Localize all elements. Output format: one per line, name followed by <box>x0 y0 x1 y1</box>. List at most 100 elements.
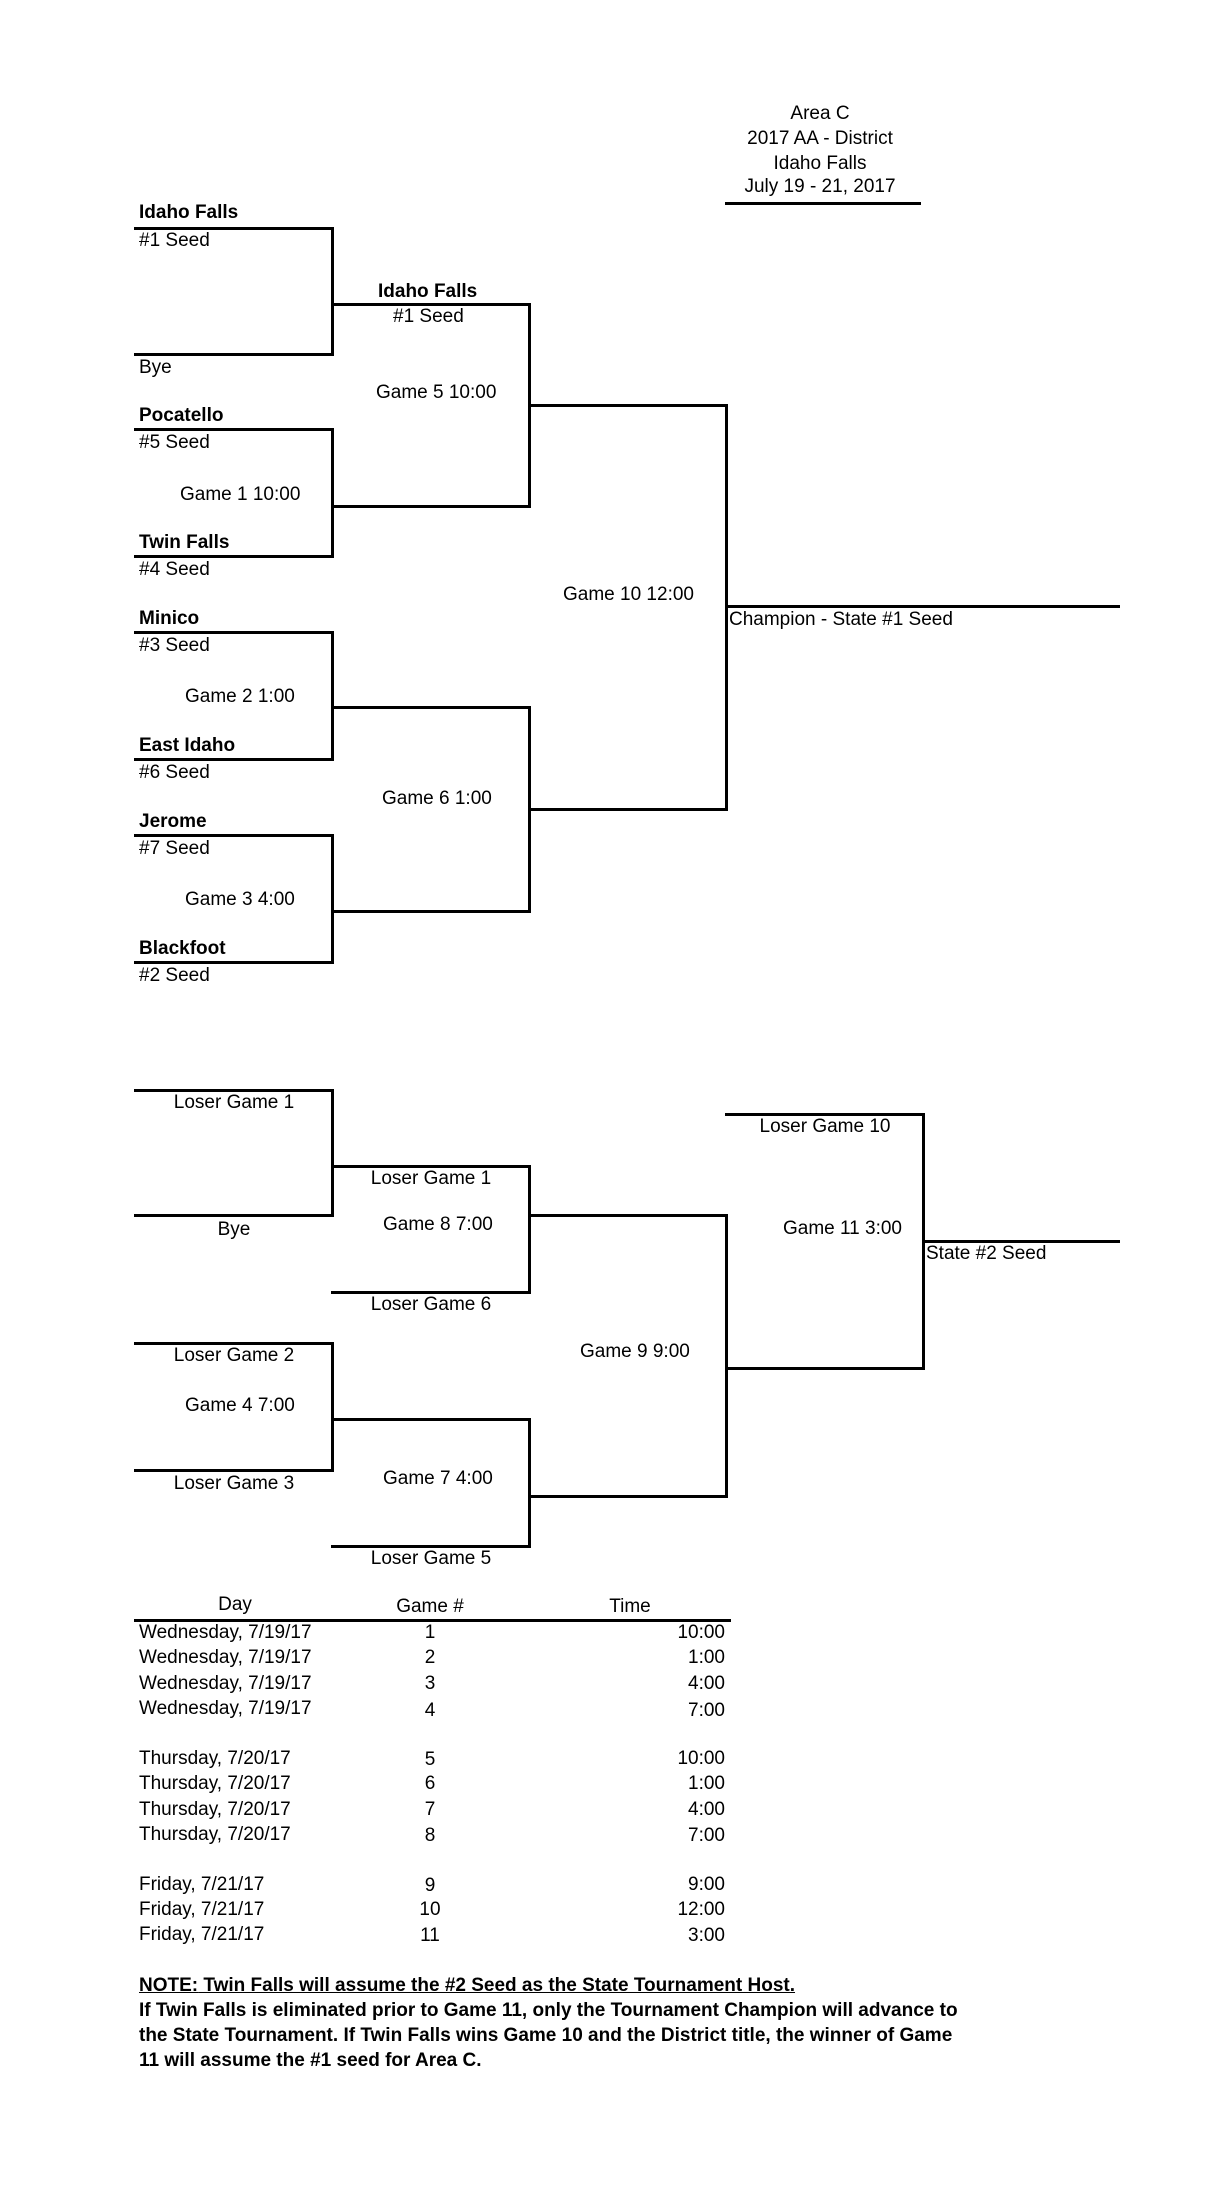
bracket-line <box>528 1418 531 1548</box>
bracket-line <box>134 758 334 761</box>
bracket-line <box>134 834 334 837</box>
bracket-line <box>134 353 334 356</box>
schedule-time: 3:00 <box>688 1925 725 1946</box>
bracket-line <box>331 428 334 558</box>
team-seed: Bye <box>139 357 172 378</box>
schedule-header-time: Time <box>609 1596 651 1617</box>
schedule-day: Friday, 7/21/17 <box>139 1899 265 1920</box>
loser-label: Loser Game 3 <box>173 1473 295 1494</box>
bracket-line <box>331 1342 334 1472</box>
loser-label: Loser Game 1 <box>173 1092 295 1113</box>
bracket-line <box>331 706 531 709</box>
bracket-line <box>331 227 334 356</box>
team-name: Idaho Falls <box>378 281 478 302</box>
game-label: Game 5 10:00 <box>376 382 497 403</box>
header-underline <box>725 202 921 205</box>
bracket-line <box>331 834 334 964</box>
schedule-header-rule <box>134 1619 731 1622</box>
bracket-line <box>134 555 334 558</box>
bracket-line <box>331 303 531 306</box>
note-first-line: NOTE: Twin Falls will assume the #2 Seed… <box>139 1973 959 1998</box>
schedule-day: Wednesday, 7/19/17 <box>139 1673 312 1694</box>
schedule-day: Wednesday, 7/19/17 <box>139 1622 312 1643</box>
team-seed: #1 Seed <box>139 230 210 251</box>
team-seed: #6 Seed <box>139 762 210 783</box>
schedule-day: Friday, 7/21/17 <box>139 1874 265 1895</box>
schedule-game: 5 <box>424 1749 436 1770</box>
team-seed: #5 Seed <box>139 432 210 453</box>
team-seed: #1 Seed <box>393 306 464 327</box>
team-seed: #2 Seed <box>139 965 210 986</box>
bracket-line <box>725 1113 925 1116</box>
loser-label: Loser Game 1 <box>370 1168 492 1189</box>
bracket-line <box>134 227 334 230</box>
bracket-line <box>134 1342 334 1345</box>
schedule-game: 2 <box>424 1647 436 1668</box>
schedule-day: Wednesday, 7/19/17 <box>139 1647 312 1668</box>
bracket-line <box>528 808 728 811</box>
schedule-time: 4:00 <box>688 1673 725 1694</box>
bracket-line <box>134 1469 334 1472</box>
bracket-line <box>528 404 728 407</box>
game-label: Game 9 9:00 <box>580 1341 690 1362</box>
bracket-line <box>331 910 531 913</box>
schedule-game: 11 <box>420 1925 440 1946</box>
bracket-line <box>922 1240 1120 1243</box>
schedule-time: 10:00 <box>677 1622 725 1643</box>
loser-label: Loser Game 2 <box>173 1345 295 1366</box>
schedule-time: 7:00 <box>688 1825 725 1846</box>
schedule-game: 4 <box>424 1700 436 1721</box>
schedule-header-game: Game # <box>396 1596 464 1617</box>
game-label: Game 1 10:00 <box>180 484 301 505</box>
schedule-time: 12:00 <box>677 1899 725 1920</box>
schedule-time: 1:00 <box>688 1773 725 1794</box>
team-name: Twin Falls <box>139 532 230 553</box>
schedule-day: Wednesday, 7/19/17 <box>139 1698 312 1719</box>
bracket-line <box>331 505 531 508</box>
team-name: Minico <box>139 608 200 629</box>
team-name: Idaho Falls <box>139 202 239 223</box>
game-label: Game 11 3:00 <box>783 1218 903 1239</box>
team-name: Blackfoot <box>139 938 226 959</box>
bracket-line <box>725 1367 925 1370</box>
header-district: 2017 AA - District <box>747 128 893 149</box>
game-label: Game 7 4:00 <box>383 1468 493 1489</box>
header-dates: July 19 - 21, 2017 <box>744 176 896 197</box>
schedule-day: Thursday, 7/20/17 <box>139 1748 291 1769</box>
loser-label: Loser Game 5 <box>370 1548 492 1569</box>
team-seed: #7 Seed <box>139 838 210 859</box>
bracket-line <box>528 1495 728 1498</box>
schedule-game: 6 <box>424 1773 436 1794</box>
bracket-line <box>134 631 334 634</box>
schedule-time: 1:00 <box>688 1647 725 1668</box>
team-seed: #3 Seed <box>139 635 210 656</box>
bracket-line <box>134 961 334 964</box>
game-label: Game 10 12:00 <box>563 584 694 605</box>
bracket-line <box>331 631 334 761</box>
bracket-line <box>725 605 1120 608</box>
team-seed: #4 Seed <box>139 559 210 580</box>
bracket-line <box>134 1089 334 1092</box>
schedule-day: Thursday, 7/20/17 <box>139 1799 291 1820</box>
bracket-line <box>528 1214 728 1217</box>
tournament-note: NOTE: Twin Falls will assume the #2 Seed… <box>139 1973 959 2073</box>
state-seed-label: State #2 Seed <box>926 1243 1047 1264</box>
schedule-header-day: Day <box>218 1594 252 1615</box>
schedule-game: 7 <box>424 1799 436 1820</box>
loser-label: Loser Game 6 <box>370 1294 492 1315</box>
bracket-line <box>331 1418 531 1421</box>
team-name: East Idaho <box>139 735 236 756</box>
champion-label: Champion - State #1 Seed <box>729 609 953 630</box>
game-label: Game 2 1:00 <box>185 686 295 707</box>
game-label: Game 8 7:00 <box>383 1214 493 1235</box>
note-body: If Twin Falls is eliminated prior to Gam… <box>139 2000 958 2071</box>
schedule-day: Friday, 7/21/17 <box>139 1924 265 1945</box>
schedule-game: 9 <box>424 1875 436 1896</box>
bracket-line <box>331 1089 334 1217</box>
game-label: Game 6 1:00 <box>382 788 492 809</box>
loser-label: Loser Game 10 <box>759 1116 891 1137</box>
schedule-day: Thursday, 7/20/17 <box>139 1773 291 1794</box>
note-line1: Twin Falls will assume the #2 Seed as th… <box>198 1975 796 1996</box>
schedule-game: 10 <box>419 1899 441 1920</box>
bracket-line <box>134 1214 334 1217</box>
